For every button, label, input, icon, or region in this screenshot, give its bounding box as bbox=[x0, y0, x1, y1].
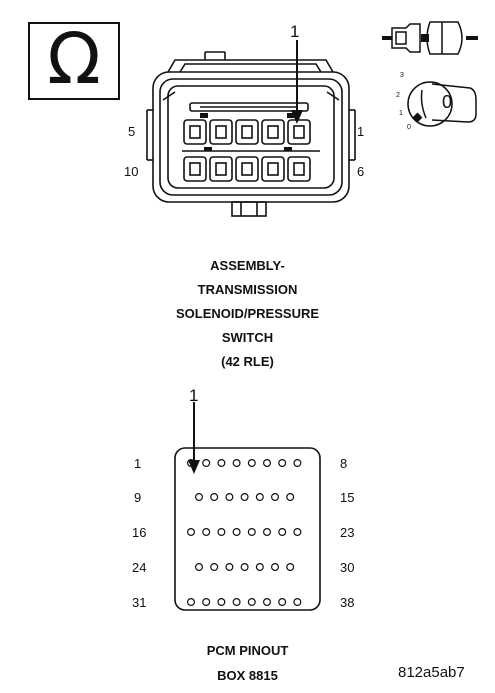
connector-title-line-3: SOLENOID/PRESSURE bbox=[175, 306, 320, 321]
connector-title-line-2: TRANSMISSION bbox=[197, 282, 298, 297]
pcm-label-right-23: 23 bbox=[340, 525, 355, 540]
pcm-pin bbox=[293, 458, 302, 467]
connector-label-6: 6 bbox=[357, 164, 365, 179]
pcm-label-left-31: 31 bbox=[132, 595, 147, 610]
pcm-pin bbox=[263, 598, 272, 607]
key-position-1: 1 bbox=[399, 110, 403, 117]
transmission-connector-drawing bbox=[146, 40, 356, 217]
pcm-pin bbox=[232, 458, 241, 467]
pcm-label-left-1: 1 bbox=[134, 456, 142, 471]
pcm-pin bbox=[202, 598, 211, 607]
pcm-pin bbox=[217, 598, 226, 607]
pcm-pin bbox=[232, 528, 241, 537]
pcm-pin bbox=[278, 598, 287, 607]
pcm-pin bbox=[202, 528, 211, 537]
pcm-title-line-1: PCM PINOUT bbox=[206, 643, 289, 658]
key-value: 0 bbox=[442, 92, 453, 112]
pcm-pin bbox=[286, 563, 295, 572]
connector-label-5: 5 bbox=[128, 124, 136, 139]
pcm-pin bbox=[225, 563, 234, 572]
key-position-0: 0 bbox=[407, 124, 411, 131]
pcm-pin bbox=[232, 598, 241, 607]
pcm-pin bbox=[195, 492, 204, 501]
connector-title-line-1: ASSEMBLY- bbox=[210, 258, 285, 273]
pcm-pin bbox=[247, 598, 256, 607]
pcm-pin-grid bbox=[187, 458, 302, 607]
probe-icon bbox=[382, 21, 478, 55]
ohmmeter-box bbox=[28, 22, 120, 100]
pcm-pin bbox=[263, 528, 272, 537]
pcm-pin bbox=[187, 598, 196, 607]
key-position-icon bbox=[407, 81, 477, 127]
pcm-pin bbox=[278, 458, 287, 467]
connector-title-line-5: (42 RLE) bbox=[221, 354, 274, 369]
pcm-pin-callout: 1 bbox=[189, 386, 199, 405]
pcm-pin bbox=[202, 458, 211, 467]
ohm-symbol: Ω bbox=[47, 18, 101, 100]
pcm-pin bbox=[240, 563, 249, 572]
key-position-2: 2 bbox=[396, 92, 400, 99]
pcm-pin bbox=[225, 492, 234, 501]
pcm-pin bbox=[293, 528, 302, 537]
connector-title-line-4: SWITCH bbox=[221, 330, 274, 345]
pcm-pin bbox=[217, 458, 226, 467]
pcm-pinout-drawing bbox=[174, 402, 321, 611]
pcm-pin bbox=[210, 563, 219, 572]
pcm-pin bbox=[217, 528, 226, 537]
pcm-pin bbox=[187, 458, 196, 467]
pcm-pin bbox=[271, 563, 280, 572]
pcm-label-left-16: 16 bbox=[132, 525, 147, 540]
pcm-pin bbox=[240, 492, 249, 501]
key-position-3: 3 bbox=[400, 72, 404, 79]
connector-pin-callout: 1 bbox=[290, 22, 300, 41]
pcm-pin bbox=[195, 563, 204, 572]
pcm-pin bbox=[286, 492, 295, 501]
pcm-pin bbox=[278, 528, 287, 537]
pcm-title-line-2: BOX 8815 bbox=[217, 668, 278, 683]
pcm-label-left-9: 9 bbox=[134, 490, 142, 505]
pcm-pin bbox=[255, 492, 264, 501]
pcm-pin bbox=[263, 458, 272, 467]
pcm-pin bbox=[187, 528, 196, 537]
pcm-label-right-30: 30 bbox=[340, 560, 355, 575]
figure-id: 812a5ab7 bbox=[398, 664, 465, 681]
pcm-label-right-15: 15 bbox=[340, 490, 355, 505]
pcm-label-left-24: 24 bbox=[132, 560, 147, 575]
pcm-pin bbox=[271, 492, 280, 501]
pcm-pin bbox=[247, 458, 256, 467]
pcm-pin bbox=[247, 528, 256, 537]
pcm-label-right-8: 8 bbox=[340, 456, 348, 471]
connector-label-10: 10 bbox=[124, 164, 139, 179]
pcm-pin bbox=[293, 598, 302, 607]
pcm-pin bbox=[210, 492, 219, 501]
pcm-label-right-38: 38 bbox=[340, 595, 355, 610]
connector-label-1: 1 bbox=[357, 124, 365, 139]
pcm-pin bbox=[255, 563, 264, 572]
